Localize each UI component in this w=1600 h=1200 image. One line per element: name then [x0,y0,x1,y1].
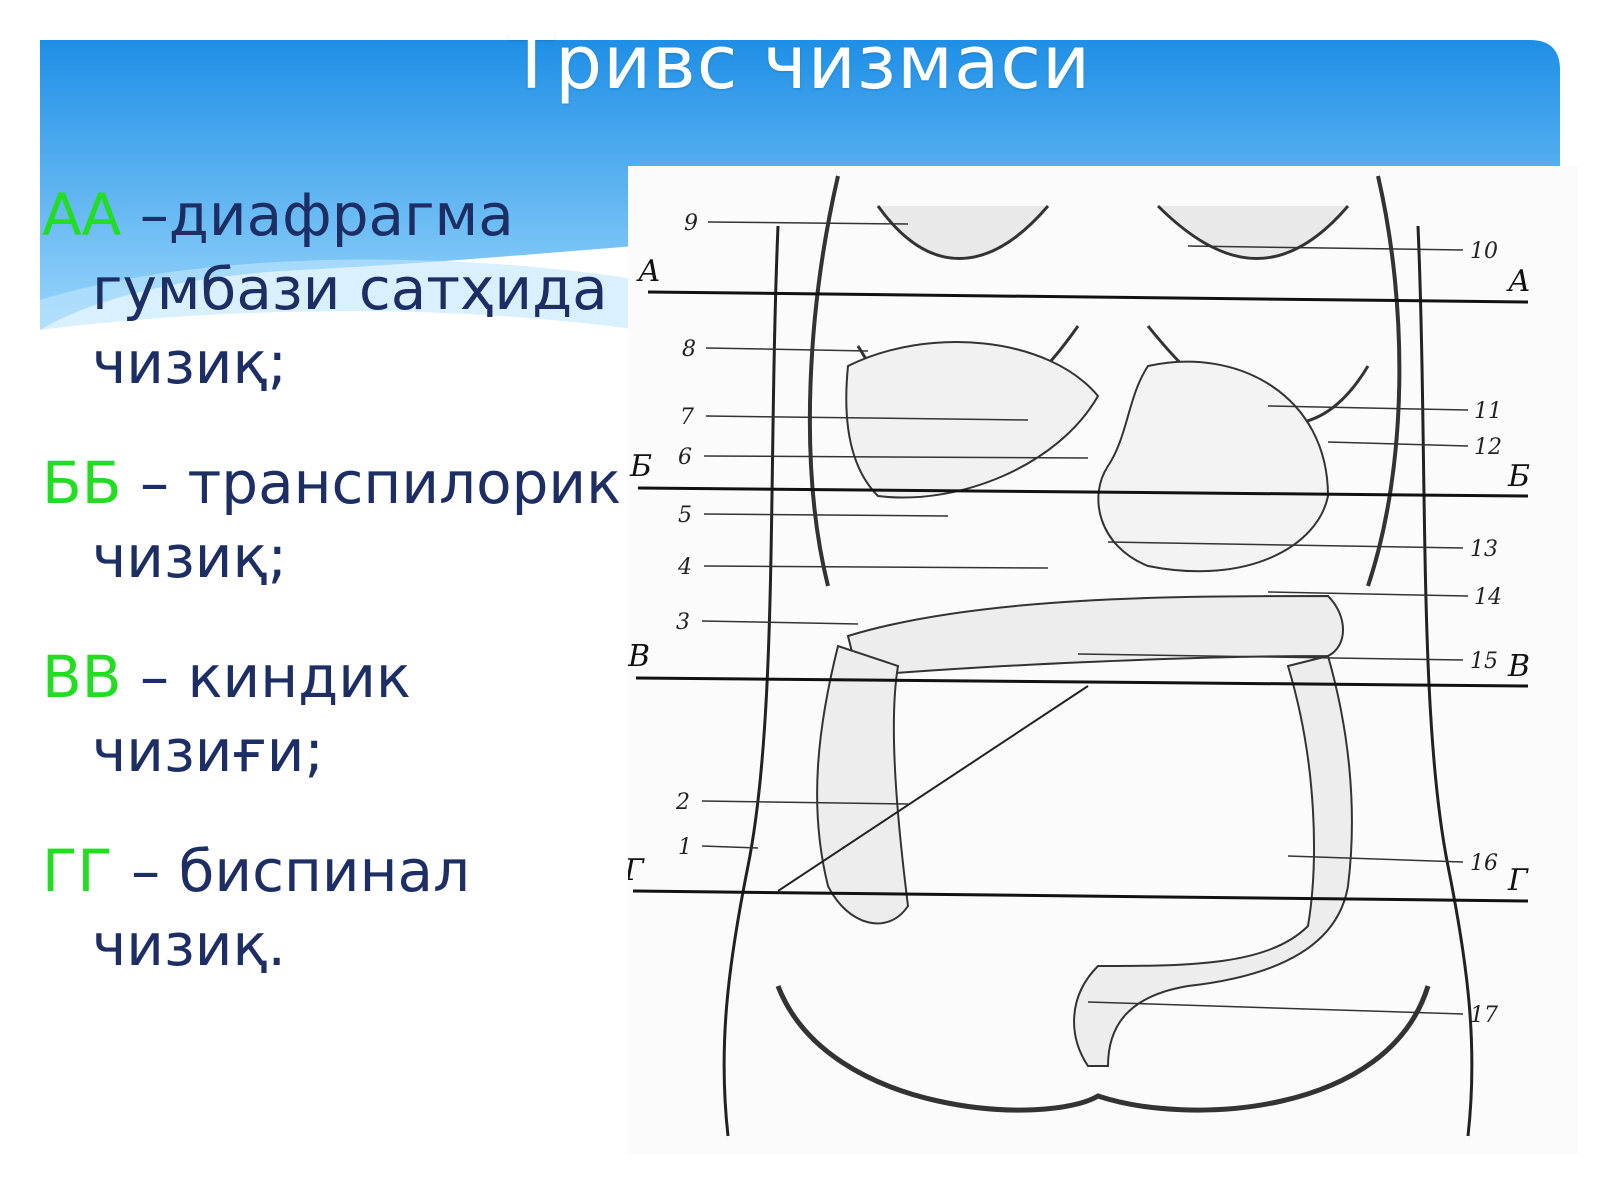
structure-number: 15 [1470,649,1498,674]
structure-number: 5 [678,503,692,528]
structure-number: 4 [677,555,692,580]
line-text-cont: гумбази сатҳида [92,255,608,323]
structure-number: 2 [675,790,690,815]
plane-label: Б [1507,459,1530,494]
rib-cage [1156,204,1350,260]
line-key: АА [42,181,122,249]
plane-label: А [636,254,661,289]
body-outline [722,225,780,1137]
line-vv-definition: ВВ – киндик чизиғи; [42,640,622,788]
stomach [1097,360,1330,573]
line-bb-definition: ББ – транспилорик чизиқ; [42,446,622,594]
structure-number: 1 [678,835,692,860]
structure-number: 16 [1470,851,1498,876]
structure-number: 8 [682,337,696,362]
line-aa-definition: АА –диафрагма гумбази сатҳида чизиқ; [42,178,622,400]
line-text: – киндик [121,643,411,711]
structure-number: 14 [1474,585,1502,610]
structure-number: 13 [1470,537,1498,562]
structure-number: 9 [684,211,698,236]
diagram-svg: А А Б Б В В Г Г 9 8 [628,166,1578,1154]
plane-label: А [1506,264,1531,299]
plane-label: Б [629,449,652,484]
anatomical-diagram: А А Б Б В В Г Г 9 8 [628,166,1578,1154]
body-outline [1416,225,1474,1137]
rib-cage [1366,175,1402,587]
structure-number: 12 [1474,435,1502,460]
structure-number: 6 [678,445,692,470]
rib-cage [807,175,840,587]
rib-cage [876,205,1050,260]
structure-number: 11 [1474,399,1502,424]
line-gg-definition: ГГ – биспинал чизиқ. [42,834,622,982]
structure-number: 3 [676,610,690,635]
line-text-cont: чизиқ; [92,329,288,397]
line-text: – биспинал [112,837,471,905]
slide-title: Тривс чизмаси [508,20,1092,106]
diagonal-line [777,685,1089,892]
line-text: – транспилорик [121,449,622,517]
line-key: ГГ [42,837,113,905]
plane-label: В [1507,649,1530,684]
structure-number: 10 [1470,239,1498,264]
line-text: –диафрагма [121,181,514,249]
plane-aa [647,290,1529,304]
descending-colon [1073,654,1353,1067]
line-text-cont: чизиғи; [92,717,324,785]
line-key: ВВ [42,643,122,711]
plane-vv [635,676,1529,688]
line-text-cont: чизиқ; [92,523,288,591]
left-leaders [701,221,1089,849]
ascending-colon [816,644,910,925]
structure-number: 17 [1470,1003,1498,1028]
plane-label: В [628,639,650,674]
plane-gg [632,889,1529,903]
pelvis [775,985,1431,1113]
line-text-cont: чизиқ. [92,911,286,979]
plane-label: Г [1507,863,1529,898]
plane-bb [637,486,1529,498]
line-key: ББ [42,449,122,517]
right-leaders [1077,245,1469,1015]
structure-number: 7 [680,405,694,430]
plane-label: Г [628,853,645,888]
definition-list: АА –диафрагма гумбази сатҳида чизиқ; ББ … [42,178,622,1028]
